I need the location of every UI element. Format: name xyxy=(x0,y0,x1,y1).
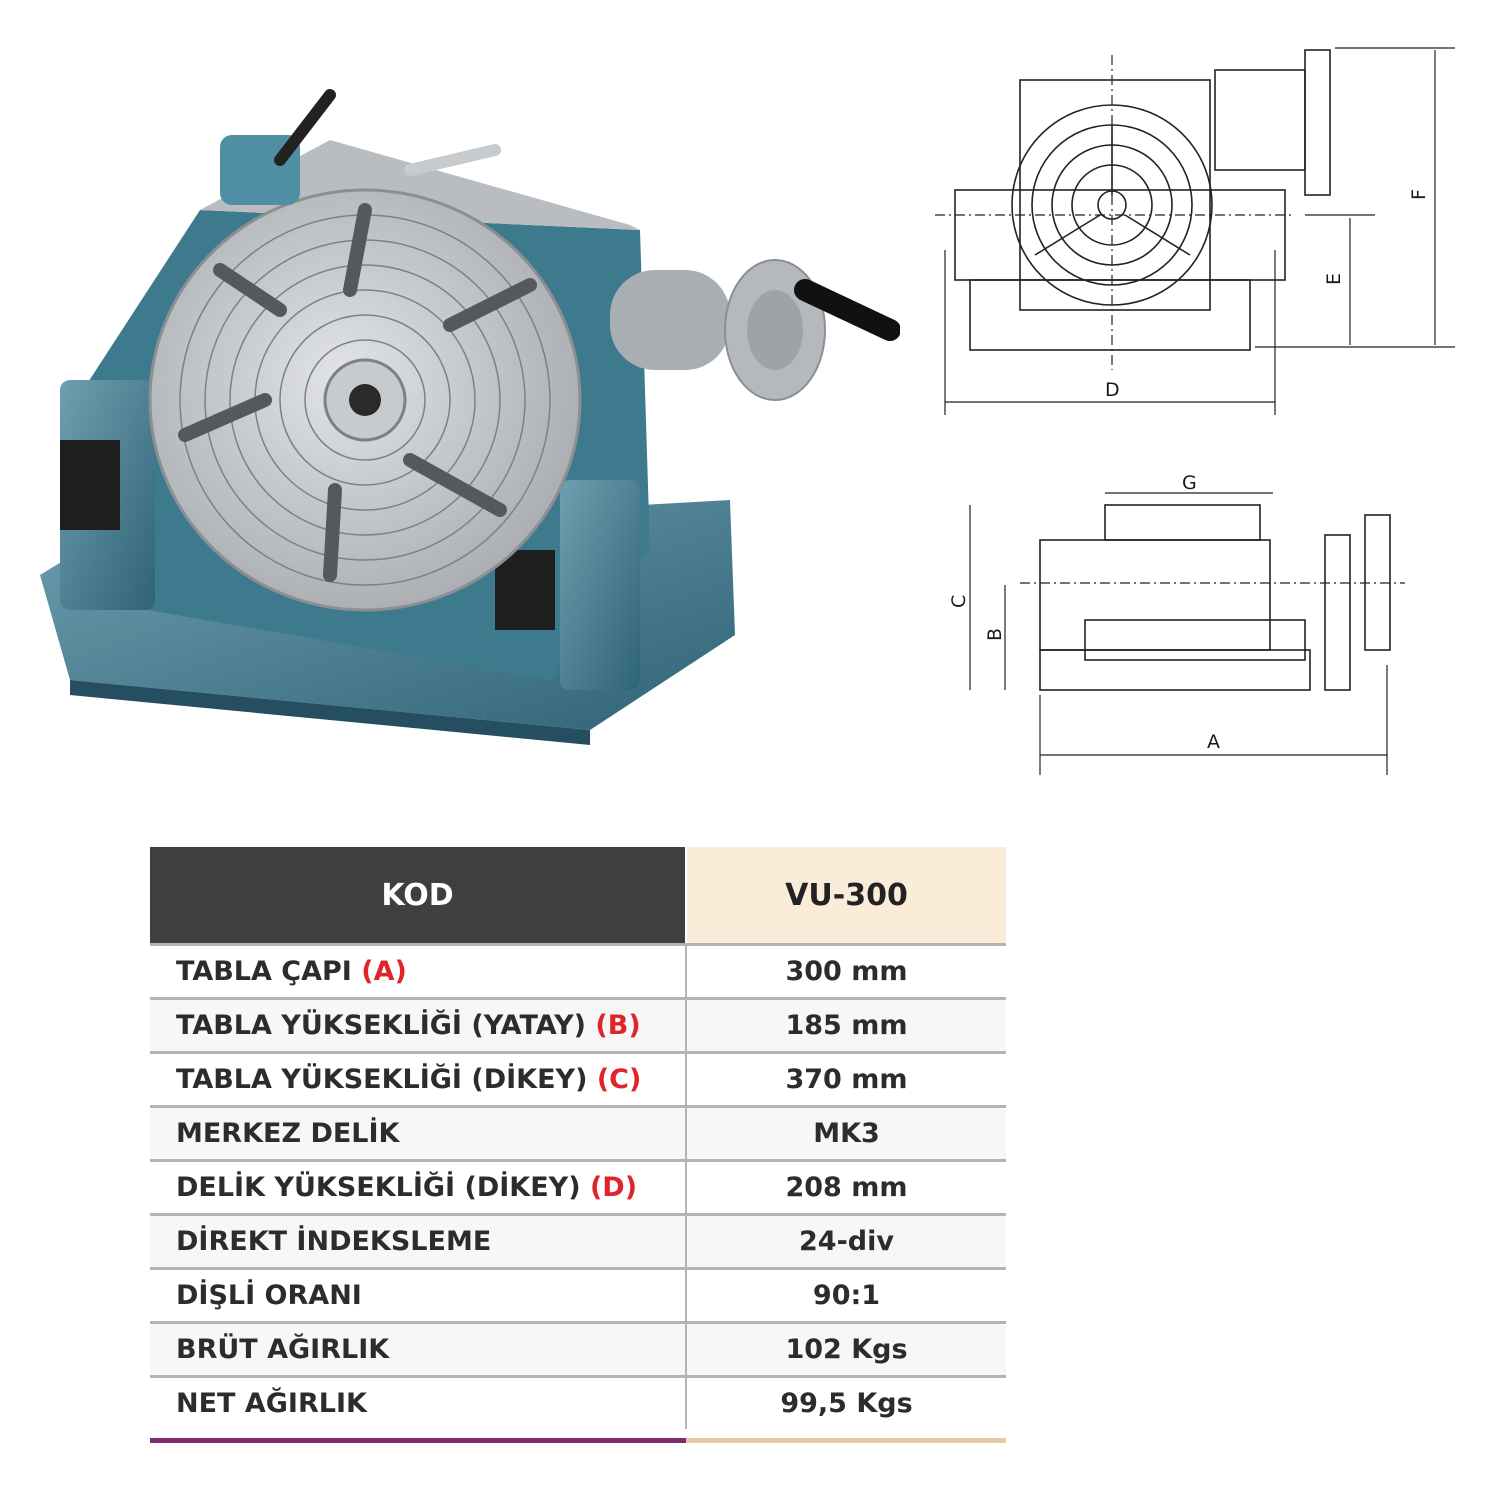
product-photo xyxy=(40,89,900,745)
table-row: BRÜT AĞIRLIK 102 Kgs xyxy=(150,1321,1006,1377)
row-value: 370 mm xyxy=(686,1051,1006,1107)
header-label: KOD xyxy=(150,847,687,945)
dim-label-B: B xyxy=(984,628,1006,641)
table-row: NET AĞIRLIK 99,5 Kgs xyxy=(150,1375,1006,1429)
dim-label-A: A xyxy=(1207,731,1220,753)
row-label: TABLA YÜKSEKLİĞİ (YATAY) (B) xyxy=(150,997,687,1053)
dim-ref: (A) xyxy=(361,956,407,987)
dim-label-F: F xyxy=(1408,189,1430,200)
row-label: BRÜT AĞIRLIK xyxy=(150,1321,687,1377)
dim-ref: (C) xyxy=(596,1064,642,1095)
handwheel xyxy=(610,259,900,401)
row-label: TABLA YÜKSEKLİĞİ (DİKEY) (C) xyxy=(150,1051,687,1107)
dim-ref: (D) xyxy=(589,1172,638,1203)
table-row: MERKEZ DELİK MK3 xyxy=(150,1105,1006,1161)
row-value: MK3 xyxy=(686,1105,1006,1161)
spec-table: KOD VU-300 TABLA ÇAPI (A) 300 mm TABLA Y… xyxy=(150,847,1006,1429)
dim-ref: (B) xyxy=(595,1010,641,1041)
table-row: DİREKT İNDEKSLEME 24-div xyxy=(150,1213,1006,1269)
row-value: 185 mm xyxy=(686,997,1006,1053)
dim-label-D: D xyxy=(1105,379,1120,401)
table-row: TABLA ÇAPI (A) 300 mm xyxy=(150,943,1006,999)
row-label: MERKEZ DELİK xyxy=(150,1105,687,1161)
technical-drawing-top-view: D E F xyxy=(935,47,1455,415)
row-label: DİREKT İNDEKSLEME xyxy=(150,1213,687,1269)
table-row: TABLA YÜKSEKLİĞİ (DİKEY) (C) 370 mm xyxy=(150,1051,1006,1107)
row-value: 102 Kgs xyxy=(686,1321,1006,1377)
dim-label-G: G xyxy=(1182,472,1197,494)
table-row: DİŞLİ ORANI 90:1 xyxy=(150,1267,1006,1323)
table-row: TABLA YÜKSEKLİĞİ (YATAY) (B) 185 mm xyxy=(150,997,1006,1053)
row-value: 24-div xyxy=(686,1213,1006,1269)
technical-drawing-side-view: G C B A xyxy=(948,472,1405,775)
dim-label-E: E xyxy=(1323,273,1345,285)
row-value: 99,5 Kgs xyxy=(686,1375,1006,1429)
table-bottom-bar xyxy=(150,1438,1006,1443)
header-model: VU-300 xyxy=(686,847,1006,945)
row-value: 300 mm xyxy=(686,943,1006,999)
row-label: DELİK YÜKSEKLİĞİ (DİKEY) (D) xyxy=(150,1159,687,1215)
dim-label-C: C xyxy=(948,595,970,608)
row-value: 208 mm xyxy=(686,1159,1006,1215)
table-header-row: KOD VU-300 xyxy=(150,847,1006,945)
table-row: DELİK YÜKSEKLİĞİ (DİKEY) (D) 208 mm xyxy=(150,1159,1006,1215)
row-label: DİŞLİ ORANI xyxy=(150,1267,687,1323)
row-label: TABLA ÇAPI (A) xyxy=(150,943,687,999)
row-label: NET AĞIRLIK xyxy=(150,1375,687,1429)
row-value: 90:1 xyxy=(686,1267,1006,1323)
